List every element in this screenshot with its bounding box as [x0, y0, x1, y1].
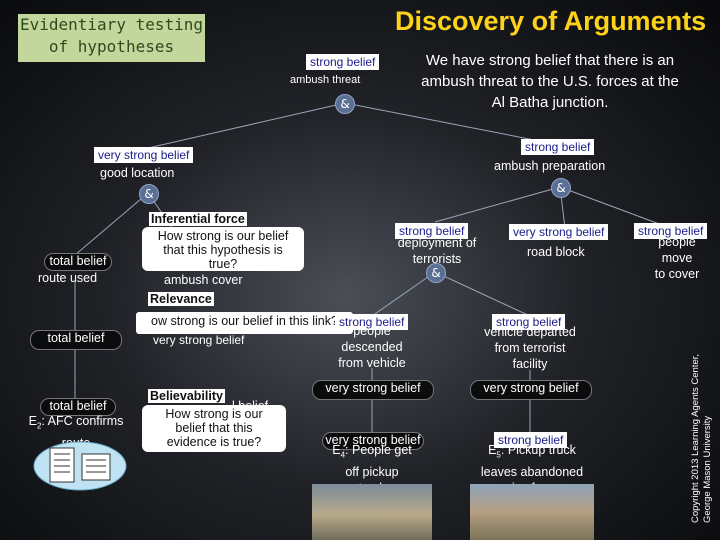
and-node-good-location: & — [139, 184, 159, 204]
inferential-force-line1: How strong is our belief — [157, 229, 289, 243]
evidence-e4-sub: 4 — [340, 450, 346, 460]
mid-very-strong-belief: very strong belief — [312, 380, 434, 400]
section-tag-line1: Evidentiary testing — [19, 15, 204, 34]
evidence-e5-text: : Pickup truck — [500, 443, 576, 457]
good-location-label: good location — [100, 166, 175, 180]
and-node-ambush-preparation: & — [551, 178, 571, 198]
route-used-belief: total belief — [44, 253, 112, 271]
e2-document-icon — [33, 441, 127, 491]
relevance-question: ow strong is our belief in this link? — [151, 314, 338, 328]
believability-line1: How strong is our — [165, 407, 263, 421]
ambush-preparation-label: ambush preparation — [494, 159, 606, 173]
left-total-belief: total belief — [30, 330, 122, 350]
believability-title: Believability — [148, 389, 225, 403]
vehicle-departed-label: vehicle departed from terrorist facility — [474, 324, 586, 372]
inferential-force-line2: that this hypothesis is — [163, 243, 283, 257]
root-statement-line1: We have strong belief that there is an — [425, 52, 675, 69]
people-move-line3: to cover — [654, 267, 700, 281]
people-move-line2: move — [661, 251, 693, 265]
evidence-e2-line1: E2: AFC confirms — [20, 413, 132, 435]
people-descended-belief-badge: strong belief — [335, 314, 409, 330]
inferential-force-line3: true? — [208, 257, 238, 271]
root-statement-line2: ambush threat to the U.S. forces at the — [421, 73, 679, 90]
section-tag: Evidentiary testing of hypotheses — [18, 14, 205, 62]
copyright-line1: Copyright 2013 Learning Agents Center, — [690, 353, 701, 523]
e2-belief: total belief — [40, 398, 116, 416]
people-descended-line3: from vehicle — [338, 356, 406, 370]
evidence-e2-sub: 2 — [36, 421, 42, 431]
believability-line2: belief that this — [175, 421, 253, 435]
deployment-line2: terrorists — [412, 252, 462, 266]
inferential-force-popup: How strong is our belief that this hypot… — [142, 227, 304, 271]
vehicle-departed-line1: vehicle departed — [484, 325, 576, 339]
e5-belief: strong belief — [494, 432, 568, 448]
people-move-line1: people — [658, 235, 696, 249]
evidence-e5-prefix: E — [488, 443, 497, 457]
evidence-e5-sub: 5 — [496, 450, 501, 460]
right-very-strong-belief: very strong belief — [470, 380, 592, 400]
copyright-line2: George Mason University — [702, 415, 713, 523]
copyright-note: Copyright 2013 Learning Agents Center, G… — [690, 293, 714, 523]
people-move-label: people move to cover — [640, 234, 714, 282]
root-statement-line3: Al Batha junction. — [491, 94, 609, 111]
believability-popup: How strong is our belief that this evide… — [142, 405, 286, 452]
road-block-belief-badge: very strong belief — [509, 224, 609, 240]
relevance-title: Relevance — [148, 292, 214, 306]
root-belief-badge: strong belief — [306, 54, 380, 70]
page-title: Discovery of Arguments — [395, 6, 707, 36]
vehicle-departed-line2: from terrorist — [494, 341, 566, 355]
deployment-line1: deployment of — [397, 236, 477, 250]
evidence-e4-text: : People get — [345, 443, 412, 457]
deployment-label: deployment of terrorists — [388, 235, 486, 267]
evidence-e2-text: : AFC confirms — [41, 414, 124, 428]
e4-belief: very strong belief — [322, 432, 424, 450]
people-descended-label: people descended from vehicle — [326, 323, 418, 371]
people-descended-line1: people — [353, 324, 391, 338]
and-node-root: & — [335, 94, 355, 114]
e4-photo — [312, 484, 432, 540]
evidence-e4-line1: E4: People get — [316, 442, 428, 464]
evidence-e2-prefix: E — [28, 414, 37, 428]
relevance-belief: very strong belief — [153, 333, 245, 347]
e5-photo — [470, 484, 594, 540]
ambush-preparation-belief-badge: strong belief — [521, 139, 595, 155]
ambush-cover-label: ambush cover — [164, 273, 243, 287]
route-used-label: route used — [38, 271, 98, 285]
people-move-belief-badge: strong belief — [634, 223, 708, 239]
and-node-deployment: & — [426, 263, 446, 283]
vehicle-departed-belief-badge: strong belief — [492, 314, 566, 330]
evidence-e5-line2: leaves abandoned — [480, 464, 584, 479]
root-statement: We have strong belief that there is an a… — [400, 50, 700, 113]
inferential-force-title: Inferential force — [149, 212, 247, 226]
good-location-belief-badge: very strong belief — [94, 147, 194, 163]
evidence-e5-line1: E5: Pickup truck — [466, 442, 598, 464]
relevance-popup: ow strong is our belief in this link? — [136, 312, 353, 334]
vehicle-departed-line3: facility — [512, 357, 548, 371]
section-tag-line2: of hypotheses — [48, 37, 175, 56]
evidence-e4-prefix: E — [332, 443, 341, 457]
deployment-belief-badge: strong belief — [395, 223, 469, 239]
evidence-e4-line2: off pickup — [345, 464, 399, 479]
people-descended-line2: descended — [341, 340, 403, 354]
root-hypothesis-label: ambush threat — [290, 74, 361, 86]
road-block-label: road block — [527, 245, 585, 259]
believability-line3: evidence is true? — [166, 435, 262, 449]
